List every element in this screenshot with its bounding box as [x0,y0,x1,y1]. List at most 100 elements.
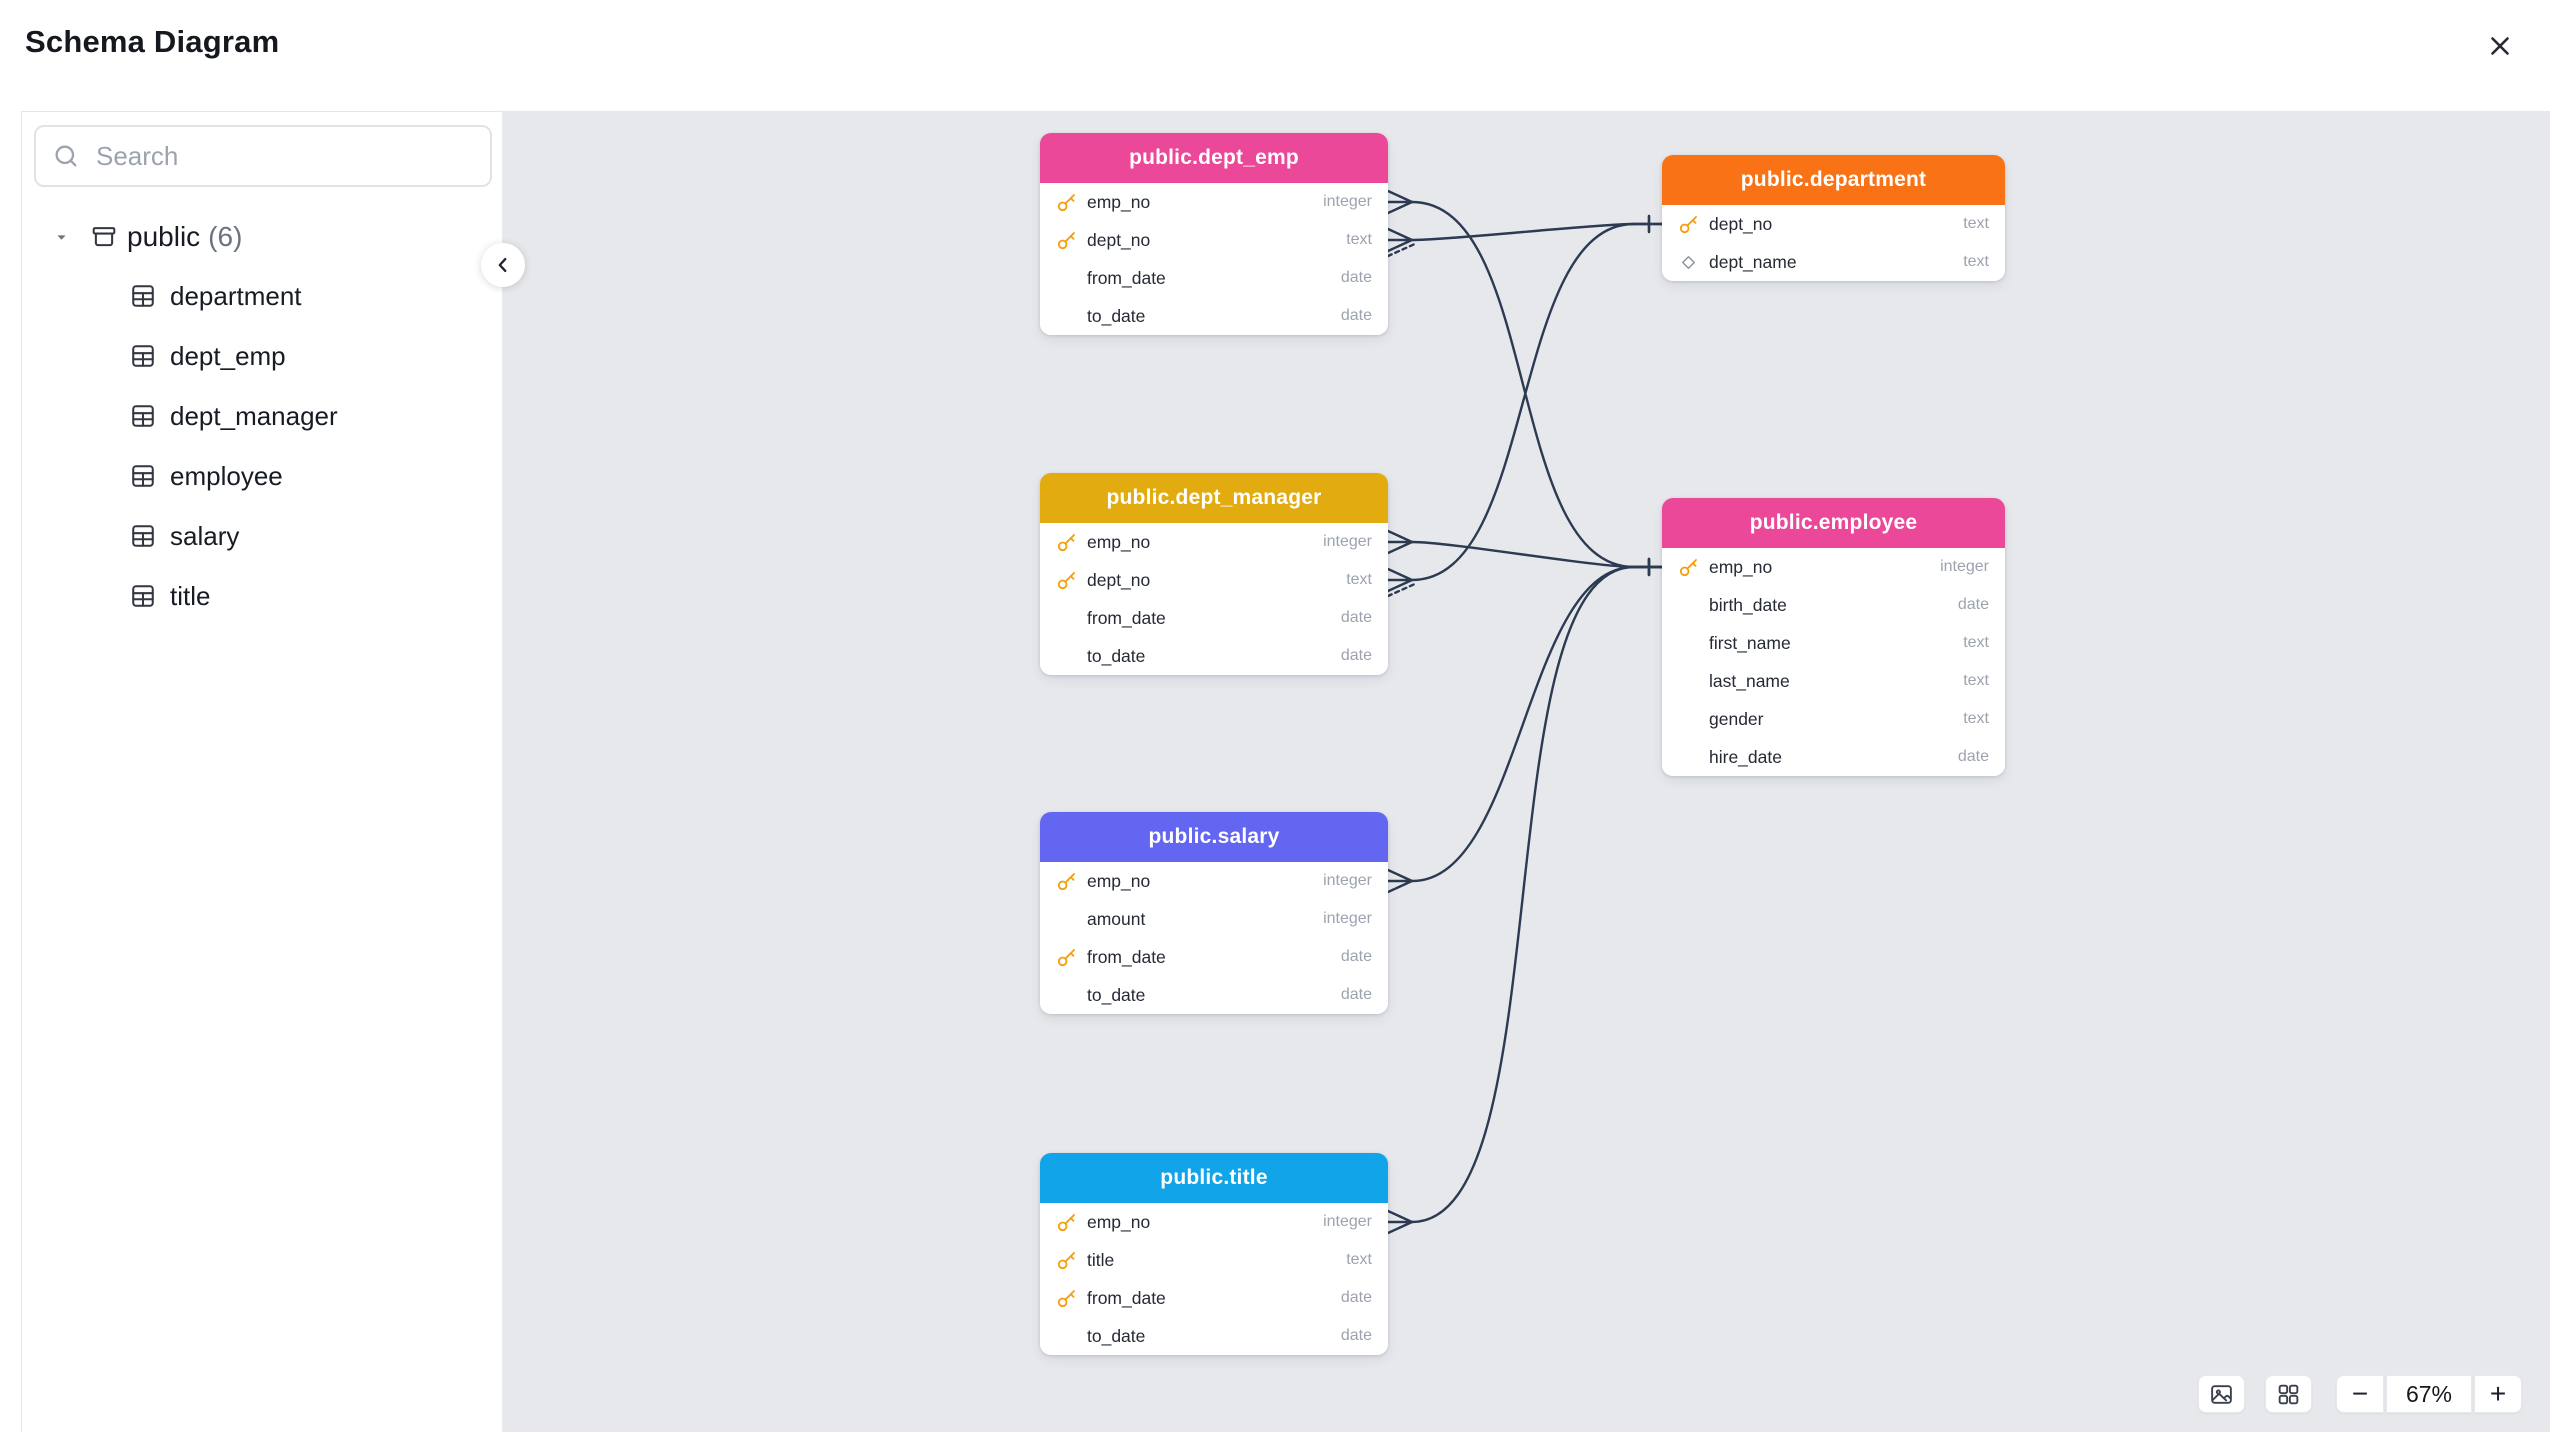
column-type: text [1346,571,1372,588]
column-name: dept_no [1709,213,1773,234]
sidebar-item-dept_manager[interactable]: dept_manager [22,386,502,446]
column-name: last_name [1709,670,1790,691]
column-type: date [1957,748,1989,765]
primary-key-icon [1056,570,1077,591]
sidebar-collapse-button[interactable] [481,243,525,287]
table-node-title: public.employee [1662,498,2005,548]
column-type: date [1340,986,1372,1003]
table-icon [130,583,156,609]
sidebar-item-title[interactable]: title [22,566,502,626]
column-type: date [1340,647,1372,664]
header: Schema Diagram [0,0,2550,111]
column-type: text [1346,1251,1372,1268]
close-icon [2485,31,2515,61]
column-name: emp_no [1087,1211,1151,1232]
sidebar-item-department[interactable]: department [22,266,502,326]
table-icon [130,523,156,549]
table-icon [130,343,156,369]
column-name: emp_no [1709,556,1773,577]
column-type: date [1340,307,1372,324]
column-type: date [1340,1327,1372,1344]
zoom-in-button[interactable]: + [2474,1375,2522,1413]
column-type: date [1957,596,1989,613]
column-row: from_date date [1040,938,1388,976]
column-type: date [1340,948,1372,965]
download-image-button[interactable] [2198,1375,2245,1413]
no-icon [1056,1326,1077,1347]
column-type: text [1963,215,1989,232]
column-name: from_date [1087,1287,1166,1308]
column-type: text [1963,710,1989,727]
column-name: to_date [1087,305,1146,326]
column-name: to_date [1087,645,1146,666]
table-node-title: public.salary [1040,812,1388,862]
column-type: date [1340,269,1372,286]
no-icon [1056,985,1077,1006]
primary-key-icon [1678,214,1699,235]
search-input[interactable] [94,139,474,173]
column-type: integer [1323,910,1372,927]
sidebar-item-dept_emp[interactable]: dept_emp [22,326,502,386]
column-row: hire_date date [1662,738,2005,776]
search-icon [52,142,80,170]
column-row: to_date date [1040,637,1388,675]
column-row: to_date date [1040,297,1388,335]
grid-icon [2276,1382,2301,1407]
column-row: dept_no text [1662,205,2005,243]
schema-archive-icon [91,224,117,250]
tree-schema-public[interactable]: public (6) [22,208,502,266]
table-node-title: public.dept_emp [1040,133,1388,183]
column-name: to_date [1087,1325,1146,1346]
column-type: text [1963,253,1989,270]
column-name: dept_no [1087,229,1151,250]
column-name: hire_date [1709,746,1782,767]
zoom-out-button[interactable]: − [2336,1375,2384,1413]
column-name: from_date [1087,267,1166,288]
diagram-canvas[interactable] [503,111,2550,1432]
auto-layout-button[interactable] [2265,1375,2312,1413]
table-node-title: public.department [1662,155,2005,205]
sidebar-item-salary[interactable]: salary [22,506,502,566]
primary-key-icon [1056,1212,1077,1233]
caret-down-icon [54,230,69,245]
no-icon [1678,633,1699,654]
column-name: from_date [1087,946,1166,967]
sidebar-item-employee[interactable]: employee [22,446,502,506]
column-row: birth_date date [1662,586,2005,624]
column-type: integer [1940,558,1989,575]
no-icon [1056,608,1077,629]
search-box [34,125,492,187]
column-name: birth_date [1709,594,1787,615]
unique-icon [1678,252,1699,273]
primary-key-icon [1056,1288,1077,1309]
no-icon [1056,646,1077,667]
chevron-left-icon [492,254,514,276]
column-name: emp_no [1087,870,1151,891]
column-row: from_date date [1040,259,1388,297]
column-type: text [1346,231,1372,248]
column-name: from_date [1087,607,1166,628]
column-name: emp_no [1087,531,1151,552]
close-button[interactable] [2480,26,2520,66]
no-icon [1056,268,1077,289]
schema-label: public [127,221,201,252]
canvas-controls: − 67% + [2198,1375,2522,1413]
table-item-label: dept_manager [170,400,338,431]
